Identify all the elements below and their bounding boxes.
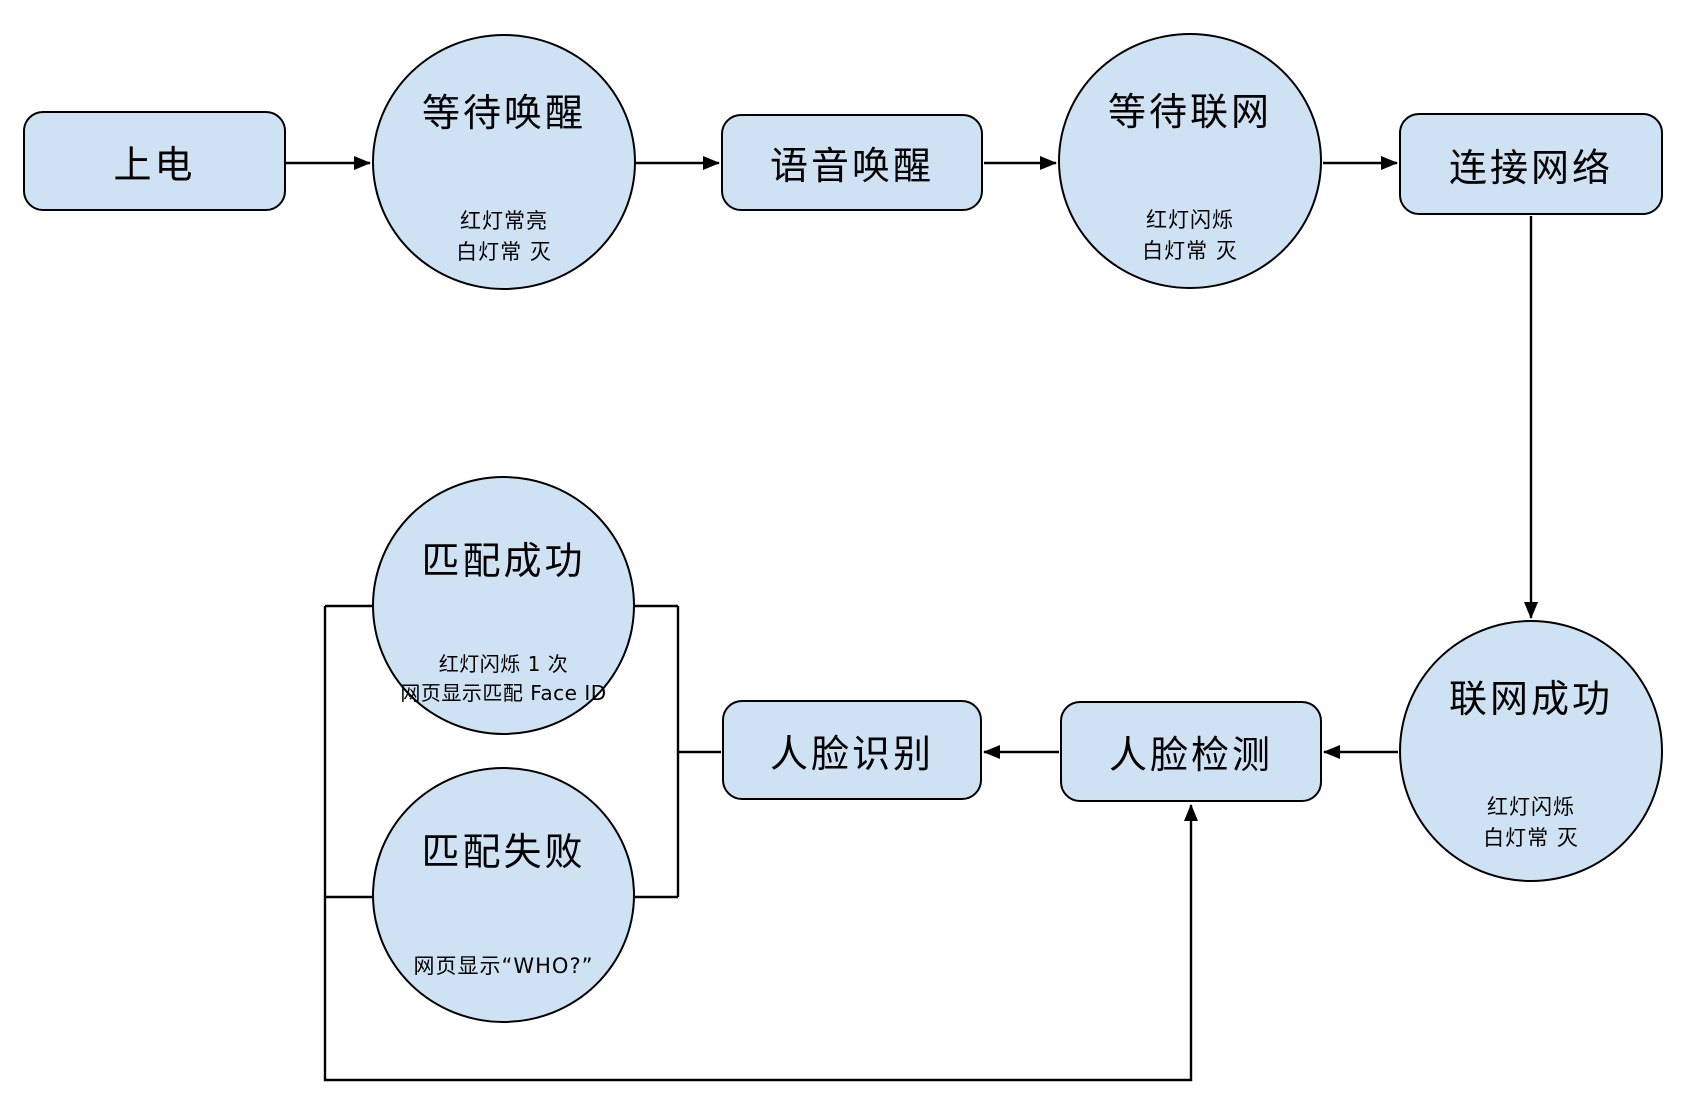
node-network-ok: 联网成功 红灯闪烁 白灯常 灭 (1399, 620, 1663, 882)
node-face-detect: 人脸检测 (1060, 701, 1322, 802)
node-wait-wake-status: 红灯常亮 白灯常 灭 (374, 206, 634, 268)
status-line: 红灯闪烁 (1146, 208, 1234, 232)
node-match-ok-label: 匹配成功 (421, 539, 586, 583)
status-line: 白灯常 灭 (1483, 826, 1579, 850)
arrow-loop-back-to-face-detect (323, 606, 1198, 1082)
status-line: 红灯闪烁 1 次 (438, 652, 569, 676)
node-connect-network: 连接网络 (1399, 113, 1663, 215)
node-match-ok: 匹配成功 红灯闪烁 1 次 网页显示匹配 Face ID (372, 476, 635, 735)
status-line: 白灯常 灭 (1142, 239, 1238, 263)
node-wait-network-status: 红灯闪烁 白灯常 灭 (1060, 205, 1320, 267)
node-network-ok-label: 联网成功 (1448, 677, 1613, 721)
status-line: 红灯常亮 (460, 209, 548, 233)
node-match-fail-label: 匹配失败 (421, 830, 586, 874)
node-face-recognize: 人脸识别 (722, 700, 982, 800)
node-wait-network-label: 等待联网 (1107, 90, 1272, 134)
node-voice-wake: 语音唤醒 (721, 114, 983, 211)
node-wait-wake-label: 等待唤醒 (421, 91, 586, 135)
node-match-fail: 匹配失败 网页显示“WHO?” (372, 767, 635, 1023)
node-power-label: 上电 (113, 142, 196, 187)
node-match-ok-status: 红灯闪烁 1 次 网页显示匹配 Face ID (374, 650, 633, 708)
node-wait-wake: 等待唤醒 红灯常亮 白灯常 灭 (372, 34, 636, 290)
node-wait-network: 等待联网 红灯闪烁 白灯常 灭 (1058, 33, 1322, 289)
node-network-ok-status: 红灯闪烁 白灯常 灭 (1401, 792, 1661, 854)
node-connect-network-label: 连接网络 (1448, 145, 1613, 190)
node-face-detect-label: 人脸检测 (1108, 733, 1273, 777)
node-face-recognize-label: 人脸识别 (769, 731, 934, 776)
node-power: 上电 (23, 111, 286, 211)
status-line: 红灯闪烁 (1487, 795, 1575, 819)
status-line: 白灯常 灭 (456, 240, 552, 264)
status-line: 网页显示“WHO?” (413, 954, 594, 978)
status-line: 网页显示匹配 Face ID (400, 681, 607, 705)
node-match-fail-status: 网页显示“WHO?” (374, 951, 633, 982)
node-voice-wake-label: 语音唤醒 (769, 144, 934, 188)
